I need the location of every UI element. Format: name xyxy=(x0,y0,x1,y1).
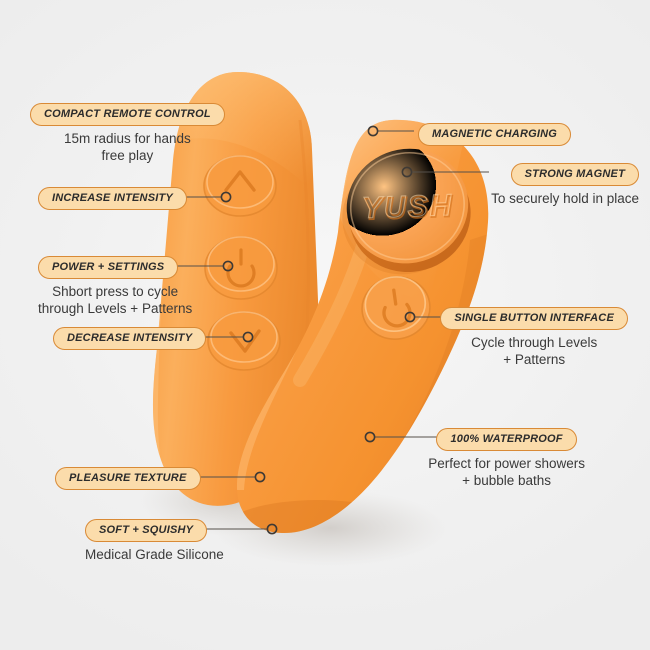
callout-magnetic-charging[interactable]: MAGNETIC CHARGING xyxy=(418,123,572,146)
remote-top-highlight xyxy=(152,72,319,210)
single-interface-button[interactable] xyxy=(357,272,435,345)
increase-intensity-button[interactable] xyxy=(203,155,277,217)
magnet-cap-logo-text: YUSH xyxy=(362,190,454,226)
callout-waterproof[interactable]: 100% WATERPROOF Perfect for power shower… xyxy=(428,428,585,489)
callout-label-decrease-intensity: DECREASE INTENSITY xyxy=(53,327,207,350)
callout-label-increase-intensity: INCREASE INTENSITY xyxy=(38,187,187,210)
callout-sub-soft-squishy: Medical Grade Silicone xyxy=(85,547,224,562)
callout-label-magnetic-charging: MAGNETIC CHARGING xyxy=(418,123,572,146)
callout-label-compact-remote-control: COMPACT REMOTE CONTROL xyxy=(30,103,225,126)
callout-sub-waterproof: Perfect for power showers + bubble baths xyxy=(428,456,585,488)
callout-soft-squishy[interactable]: SOFT + SQUISHY Medical Grade Silicone xyxy=(85,519,224,563)
callout-decrease-intensity[interactable]: DECREASE INTENSITY xyxy=(53,327,207,350)
callout-label-waterproof: 100% WATERPROOF xyxy=(436,428,577,451)
callout-label-power-settings: POWER + SETTINGS xyxy=(38,256,179,279)
callout-sub-compact-remote-control: 15m radius for hands free play xyxy=(63,131,191,163)
chevron-down-icon xyxy=(229,329,261,353)
callout-label-strong-magnet: STRONG MAGNET xyxy=(510,163,639,186)
power-icon xyxy=(226,248,256,288)
callout-power-settings[interactable]: POWER + SETTINGS Shbort press to cycle t… xyxy=(38,256,192,317)
callout-label-soft-squishy: SOFT + SQUISHY xyxy=(85,519,208,542)
callout-strong-magnet[interactable]: STRONG MAGNET To securely hold in place xyxy=(491,163,639,207)
strong-magnet-cap[interactable]: YUSH YUSH xyxy=(333,134,484,286)
power-button-recess-highlight xyxy=(207,236,275,292)
decrease-intensity-button[interactable] xyxy=(207,311,281,371)
callout-sub-power-settings: Shbort press to cycle through Levels + P… xyxy=(38,284,193,316)
chevron-up-icon xyxy=(224,170,256,192)
magnet-cap-logo-highlight: YUSH xyxy=(361,189,453,225)
callout-compact-remote-control[interactable]: COMPACT REMOTE CONTROL 15m radius for ha… xyxy=(30,103,225,164)
power-settings-button[interactable] xyxy=(204,236,278,300)
callout-increase-intensity[interactable]: INCREASE INTENSITY xyxy=(38,187,187,210)
increase-button-recess-highlight xyxy=(206,155,274,209)
callout-sub-single-button-interface: Cycle through Levels + Patterns xyxy=(471,335,598,367)
magnet-cap-face xyxy=(346,148,469,264)
single-button-recess-highlight xyxy=(364,276,427,333)
callout-pleasure-texture[interactable]: PLEASURE TEXTURE xyxy=(55,467,201,490)
callout-label-single-button-interface: SINGLE BUTTON INTERFACE xyxy=(440,307,628,330)
power-icon xyxy=(382,288,412,328)
callout-single-button-interface[interactable]: SINGLE BUTTON INTERFACE Cycle through Le… xyxy=(440,307,628,368)
magnet-cap-face-edge xyxy=(349,151,465,261)
callout-label-pleasure-texture: PLEASURE TEXTURE xyxy=(55,467,201,490)
callout-sub-strong-magnet: To securely hold in place xyxy=(491,191,639,206)
compact-remote-control xyxy=(152,72,319,506)
